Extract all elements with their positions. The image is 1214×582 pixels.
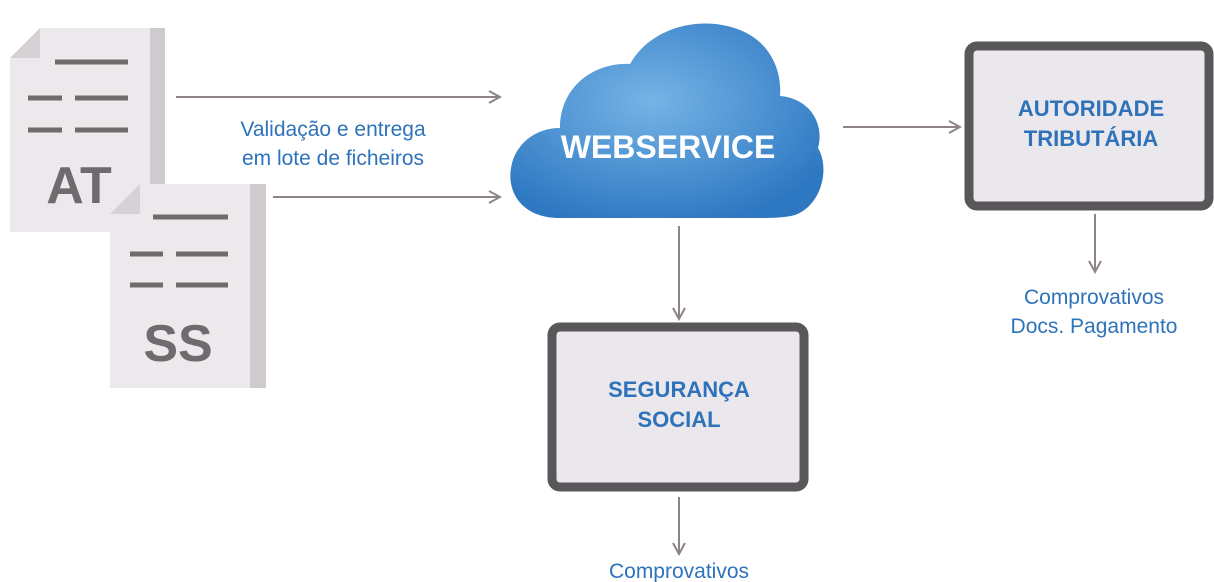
autoridade-output-line1: Comprovativos bbox=[1024, 286, 1164, 309]
seguranca-frame bbox=[547, 322, 809, 492]
webservice-label: WEBSERVICE bbox=[561, 129, 776, 165]
webservice-cloud: WEBSERVICE bbox=[510, 23, 824, 219]
autoridade-label-line2: TRIBUTÁRIA bbox=[1024, 126, 1159, 151]
seguranca-social-box: SEGURANÇA SOCIAL bbox=[547, 322, 809, 492]
document-at: AT bbox=[10, 28, 165, 232]
document-ss-fold bbox=[110, 184, 140, 214]
flow-label-line1: Validação e entrega bbox=[240, 118, 426, 141]
document-ss-shadow bbox=[250, 184, 266, 388]
autoridade-label-line1: AUTORIDADE bbox=[1018, 96, 1164, 121]
document-at-shadow bbox=[150, 28, 165, 232]
autoridade-output-line2: Docs. Pagamento bbox=[1011, 315, 1178, 338]
autoridade-frame bbox=[964, 41, 1214, 211]
document-at-label: AT bbox=[46, 157, 112, 215]
document-ss: SS bbox=[110, 184, 266, 388]
flow-label-line2: em lote de ficheiros bbox=[242, 147, 424, 170]
document-ss-label: SS bbox=[143, 315, 212, 373]
document-at-fold bbox=[10, 28, 40, 58]
seguranca-label-line2: SOCIAL bbox=[637, 407, 720, 432]
autoridade-tributaria-box: AUTORIDADE TRIBUTÁRIA bbox=[964, 41, 1214, 211]
cloud-icon bbox=[510, 23, 824, 219]
document-ss-lines-icon bbox=[130, 214, 228, 288]
seguranca-output-line1: Comprovativos bbox=[609, 560, 749, 582]
seguranca-label-line1: SEGURANÇA bbox=[608, 377, 750, 402]
document-at-lines-icon bbox=[28, 59, 128, 133]
